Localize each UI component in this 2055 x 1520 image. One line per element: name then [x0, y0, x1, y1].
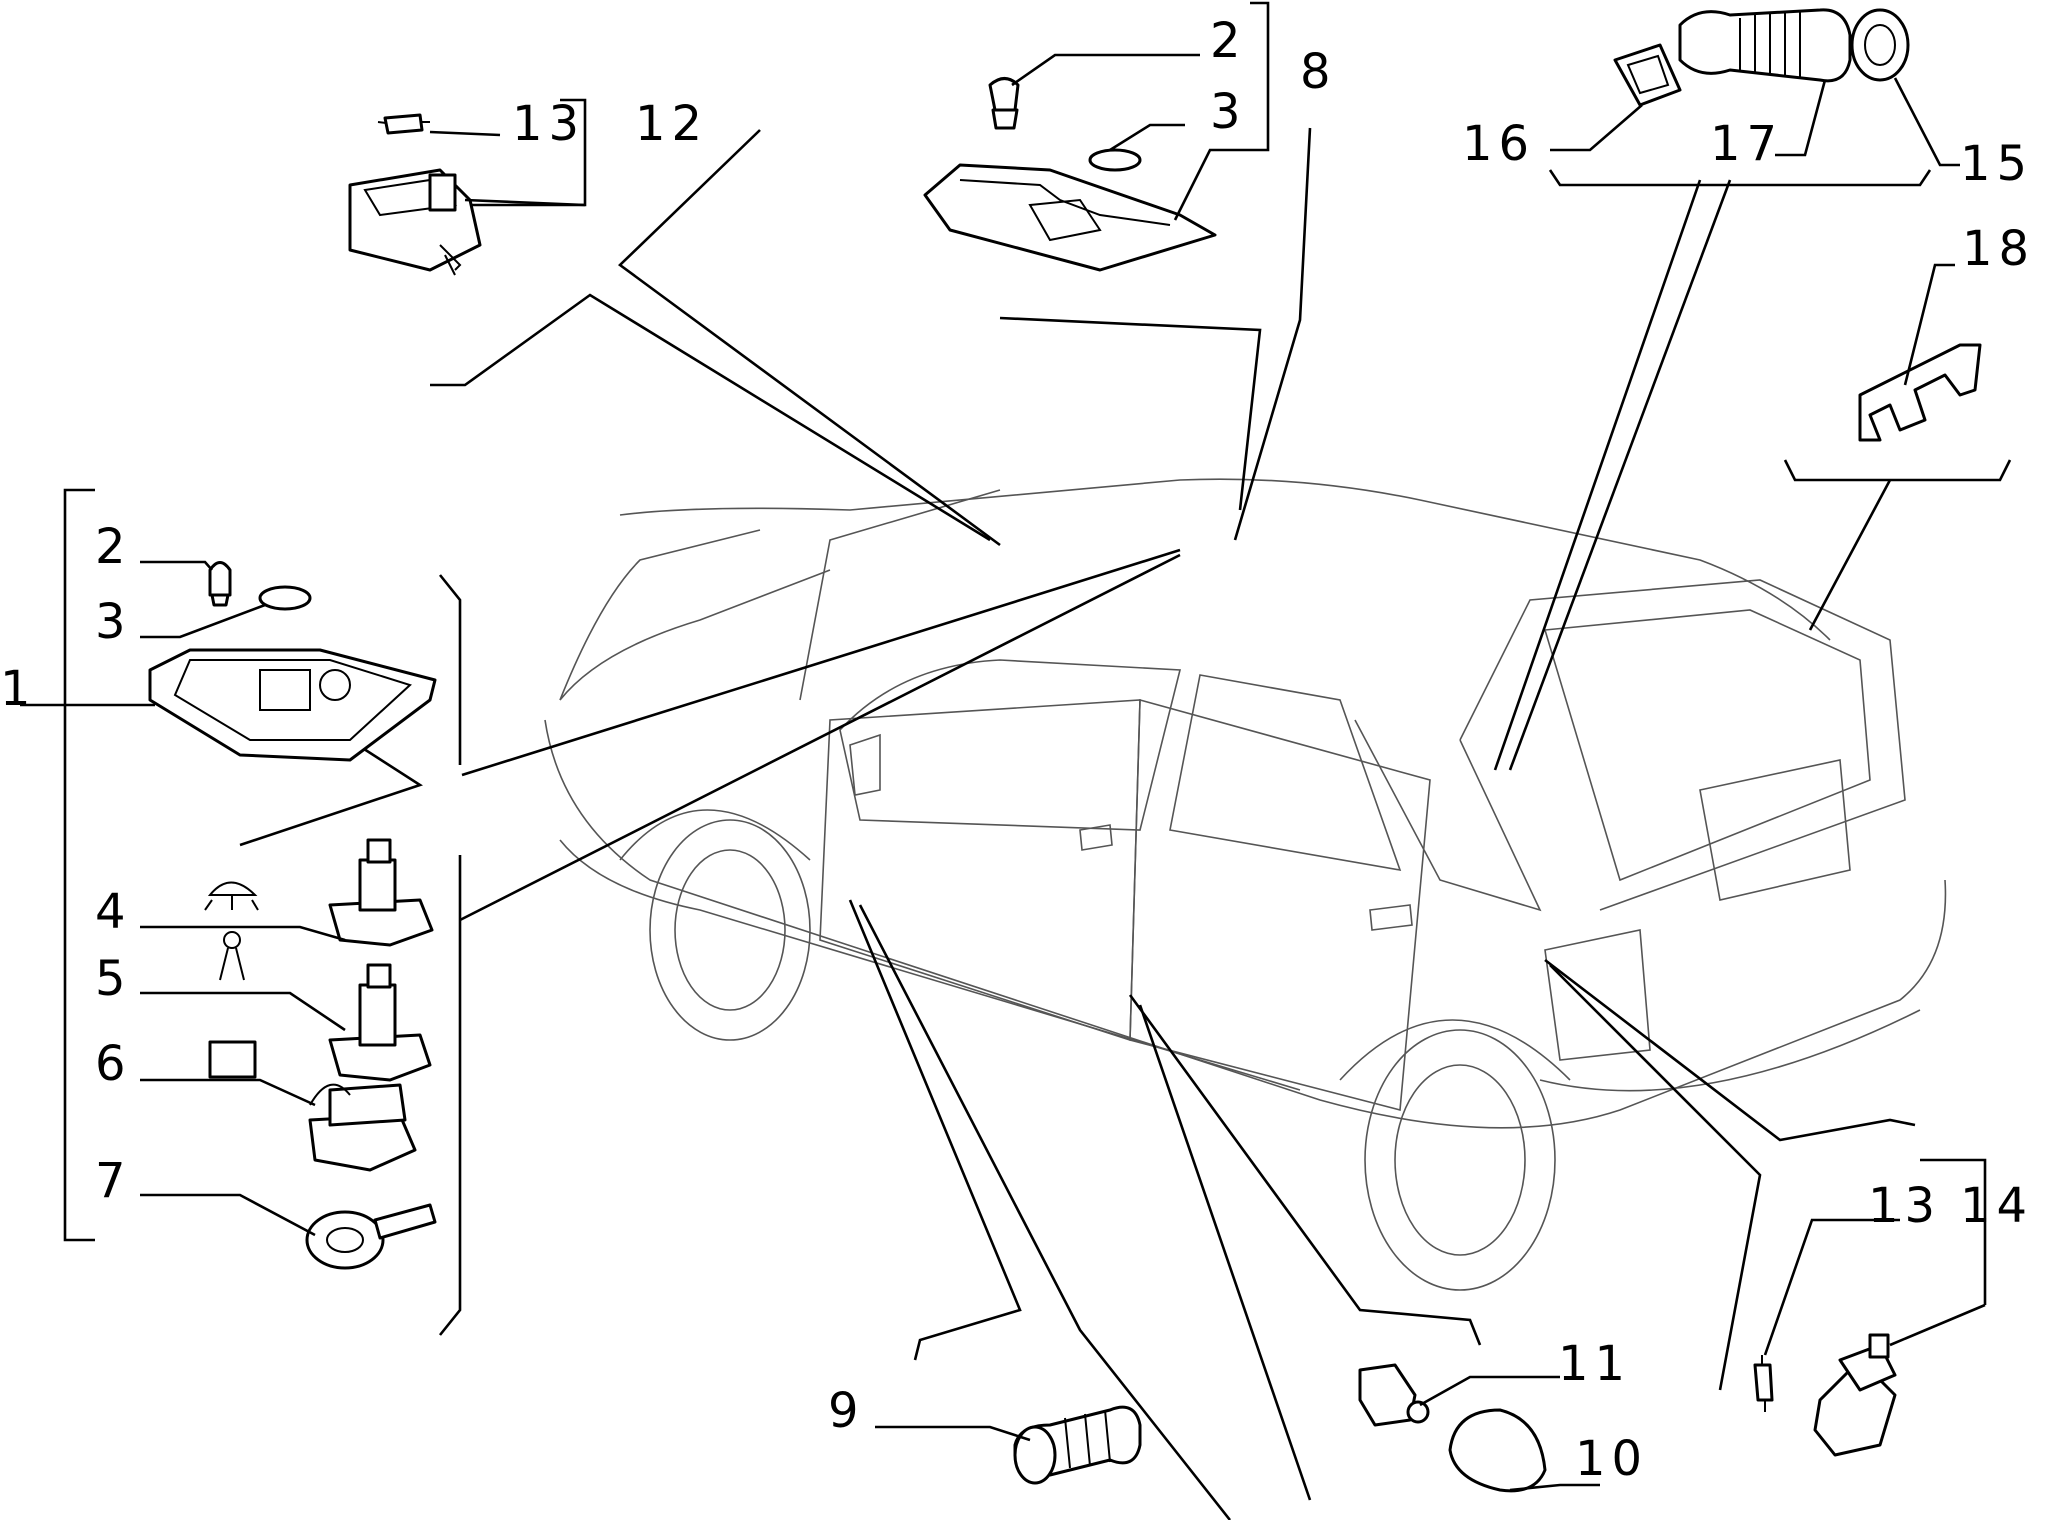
part-9-boot: [875, 1405, 1142, 1485]
part-13-bulb-top: [377, 113, 501, 137]
callout-6: 6: [95, 1036, 132, 1092]
callout-2-top: 2: [1210, 13, 1247, 69]
callout-3-top: 3: [1210, 84, 1247, 140]
part-7-key: [140, 1193, 437, 1270]
callout-18: 18: [1962, 221, 2035, 277]
callout-17: 17: [1710, 116, 1783, 172]
part-11-connector: [1358, 1363, 1560, 1427]
part-8-lamp-housing: [923, 148, 1240, 272]
callout-3-left: 3: [95, 594, 132, 650]
callout-4: 4: [95, 884, 132, 940]
callout-5: 5: [95, 951, 132, 1007]
part-6-switch: [140, 1040, 417, 1172]
callout-8: 8: [1300, 44, 1337, 100]
part-2-bulb-top: [988, 53, 1200, 130]
part-3-bulb-left: [140, 585, 312, 639]
part-3-bulb-top: [1088, 123, 1185, 172]
callout-12: 12: [635, 96, 708, 152]
callout-16: 16: [1462, 116, 1535, 172]
part-5-switch: [140, 931, 432, 1082]
callout-10: 10: [1575, 1431, 1648, 1487]
part-12-lamp-unit: [348, 168, 482, 276]
part-16-grommet: [1550, 43, 1682, 152]
part-4-switch: [140, 838, 434, 947]
part-10-cap: [1448, 1408, 1600, 1493]
callout-13-lower: 13: [1868, 1178, 1941, 1234]
callout-15: 15: [1960, 136, 2033, 192]
part-1-lamp-housing: [20, 648, 437, 762]
part-2-bulb-left: [140, 560, 232, 607]
callout-14: 14: [1960, 1178, 2033, 1234]
callout-2-left: 2: [95, 519, 132, 575]
part-18-bracket: [1858, 263, 1982, 442]
callout-1: 1: [0, 661, 37, 717]
part-15-grommet: [1850, 8, 1960, 167]
part-17-hose: [1678, 8, 1852, 157]
callout-11: 11: [1558, 1336, 1631, 1392]
callout-9: 9: [828, 1383, 865, 1439]
callout-labels: 1 2 3 4 5 6 7 13 12 2 3 8 16 17 15 18 9 …: [0, 13, 2035, 1487]
callout-7: 7: [95, 1153, 132, 1209]
car-illustration: [544, 478, 1947, 1291]
brackets: [63, 1, 2012, 1336]
part-14-lamp: [1813, 1303, 1986, 1457]
part-13-bulb-lower: [1753, 1218, 1900, 1412]
leader-lines: [239, 127, 1916, 1520]
callout-13-top: 13: [512, 96, 585, 152]
